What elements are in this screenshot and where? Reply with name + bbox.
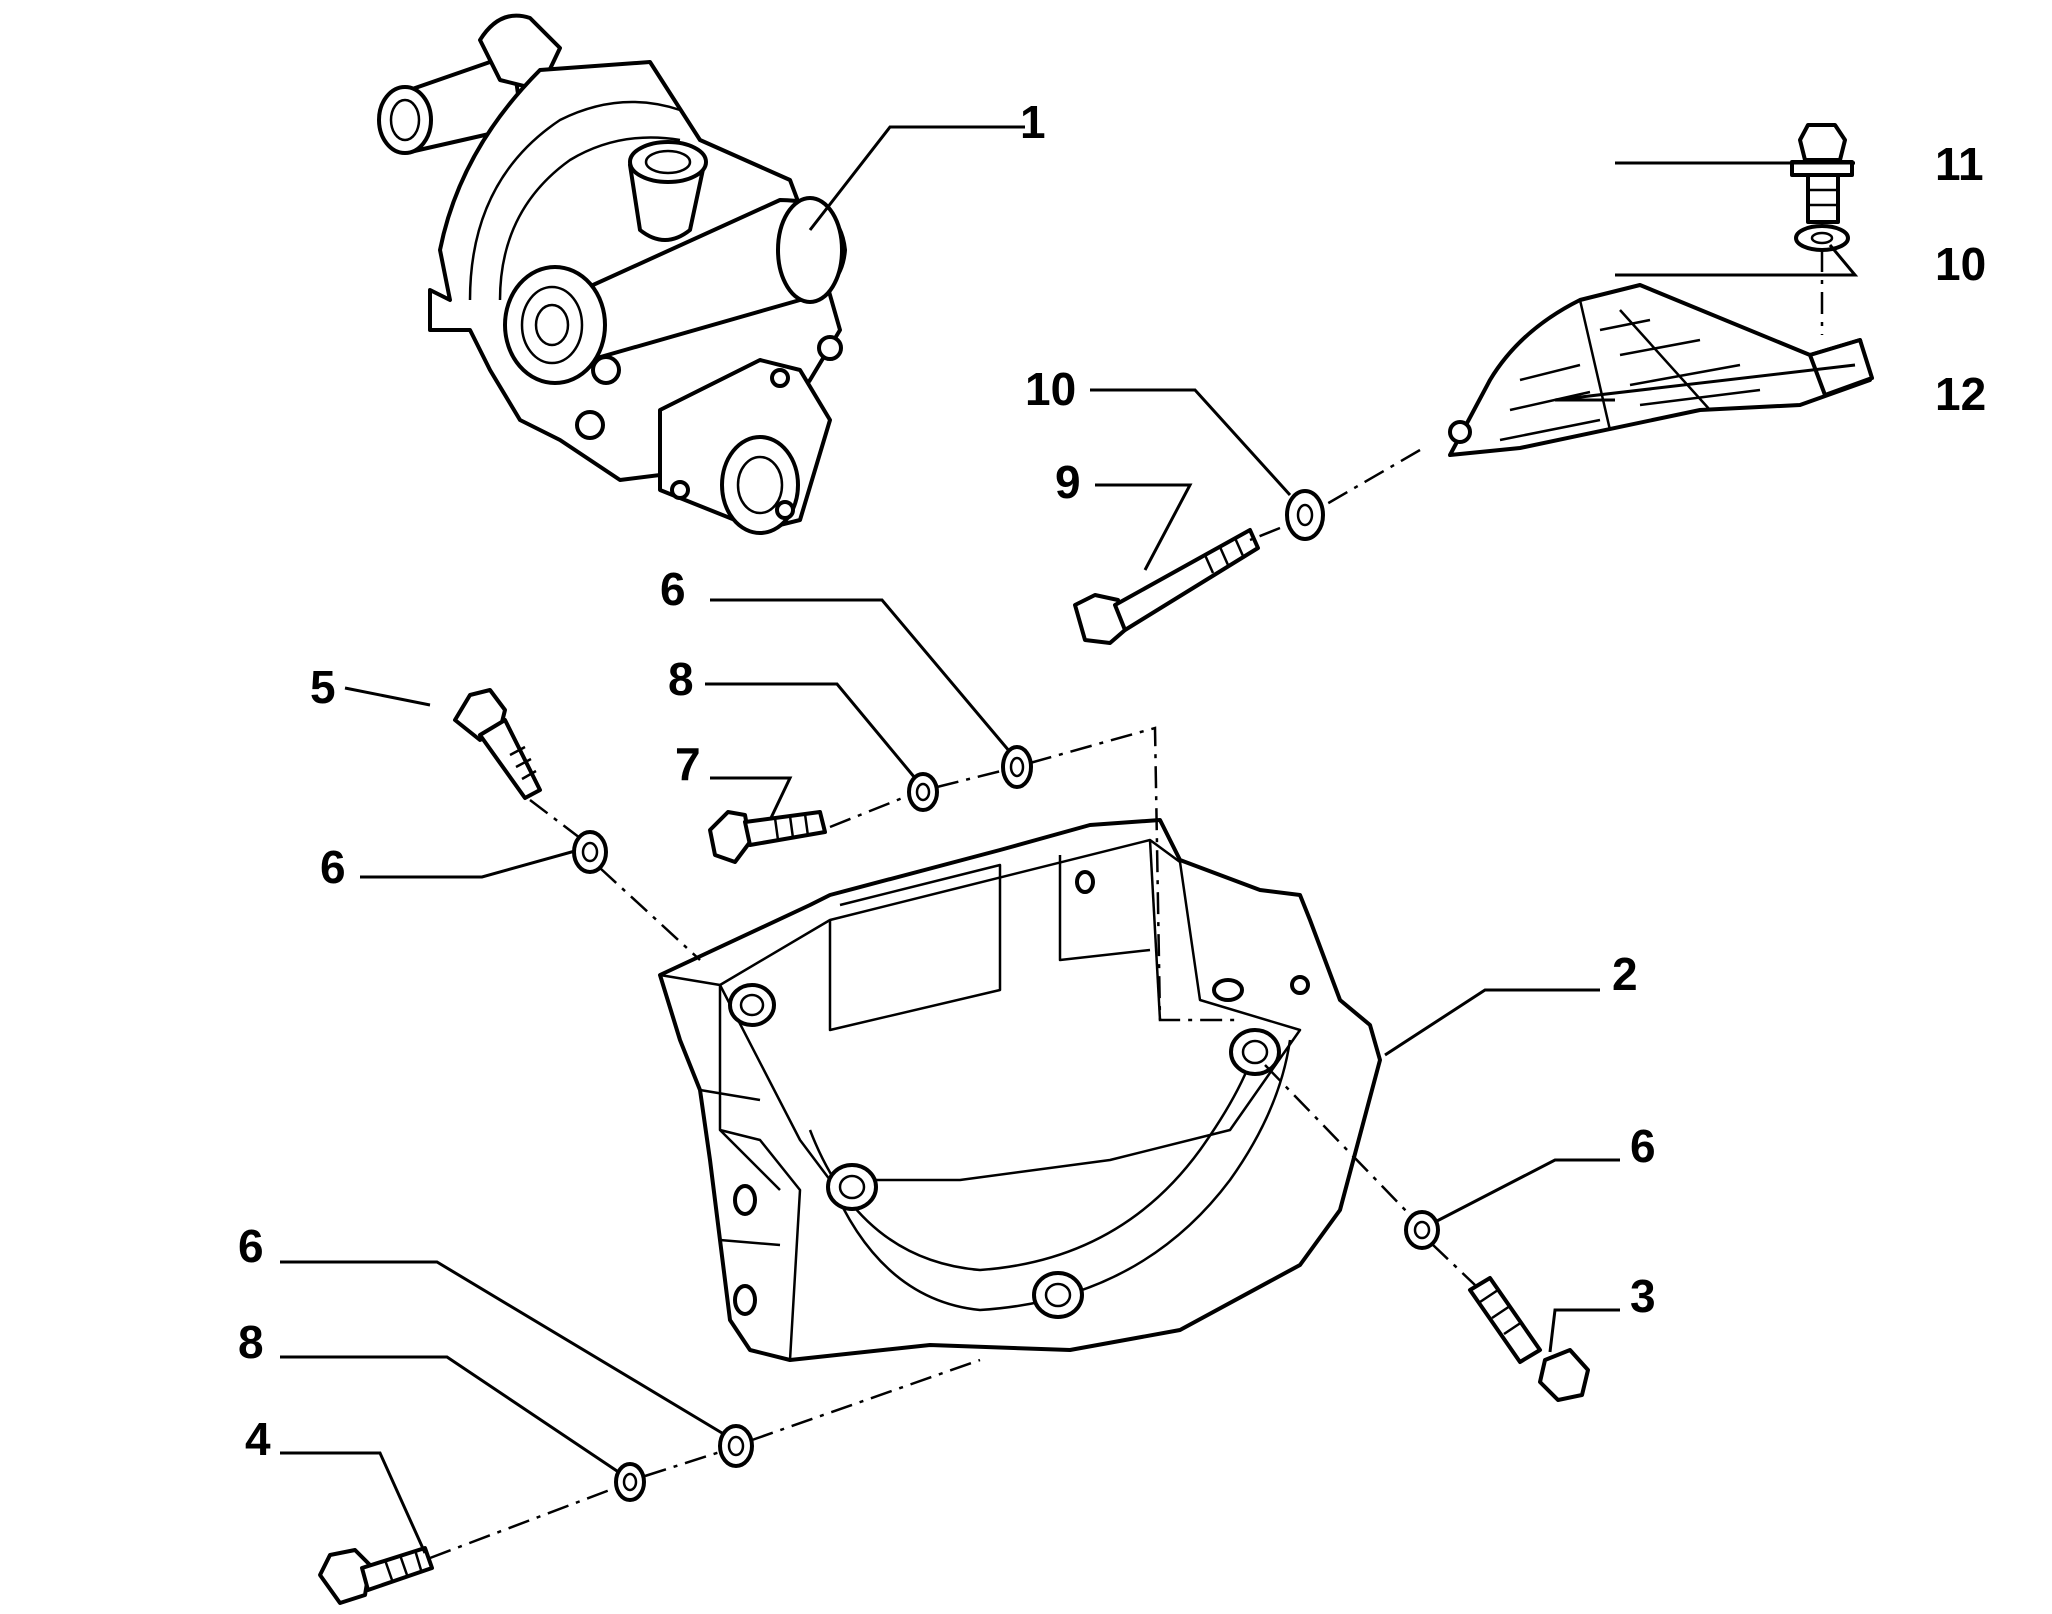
bolt-11 bbox=[1790, 123, 1854, 224]
callout-6-left: 6 bbox=[320, 841, 346, 893]
callout-6-right: 6 bbox=[1630, 1120, 1656, 1172]
callout-6-upper-center: 6 bbox=[660, 563, 686, 615]
callout-labels: 1 11 10 12 10 9 6 8 7 5 6 2 6 3 6 8 4 bbox=[238, 96, 1986, 1465]
callout-10-upper: 10 bbox=[1935, 238, 1986, 290]
bolt-5 bbox=[453, 688, 542, 800]
assembly-axes bbox=[429, 250, 1824, 1560]
washer-10-upper bbox=[1794, 224, 1850, 252]
bolt-9 bbox=[1073, 528, 1260, 645]
callout-7: 7 bbox=[675, 738, 701, 790]
washer-6-lower bbox=[718, 1424, 754, 1468]
washer-8-lower bbox=[614, 1462, 646, 1502]
washer-6-upper-center bbox=[1001, 745, 1033, 789]
callout-5: 5 bbox=[310, 661, 336, 713]
callout-2: 2 bbox=[1612, 948, 1638, 1000]
power-steering-pump bbox=[377, 13, 847, 535]
callout-3: 3 bbox=[1630, 1270, 1656, 1322]
leader-lines bbox=[280, 125, 1859, 1554]
callout-4: 4 bbox=[245, 1413, 271, 1465]
pump-cover-shield bbox=[1448, 283, 1874, 457]
callout-8-lower: 8 bbox=[238, 1316, 264, 1368]
washer-10-lower bbox=[1285, 489, 1325, 541]
callout-9: 9 bbox=[1055, 456, 1081, 508]
callout-12: 12 bbox=[1935, 368, 1986, 420]
bolt-7 bbox=[708, 810, 827, 864]
callout-11: 11 bbox=[1935, 138, 1984, 190]
callout-10-lower: 10 bbox=[1025, 363, 1076, 415]
washer-8-upper bbox=[907, 772, 939, 812]
bolt-3 bbox=[1468, 1276, 1590, 1402]
callout-6-lower: 6 bbox=[238, 1220, 264, 1272]
callout-8-upper: 8 bbox=[668, 653, 694, 705]
washer-6-right bbox=[1404, 1210, 1440, 1250]
washer-6-left bbox=[572, 830, 608, 874]
mounting-bracket bbox=[658, 818, 1382, 1362]
callout-1: 1 bbox=[1020, 96, 1046, 148]
bolt-4 bbox=[318, 1546, 434, 1605]
